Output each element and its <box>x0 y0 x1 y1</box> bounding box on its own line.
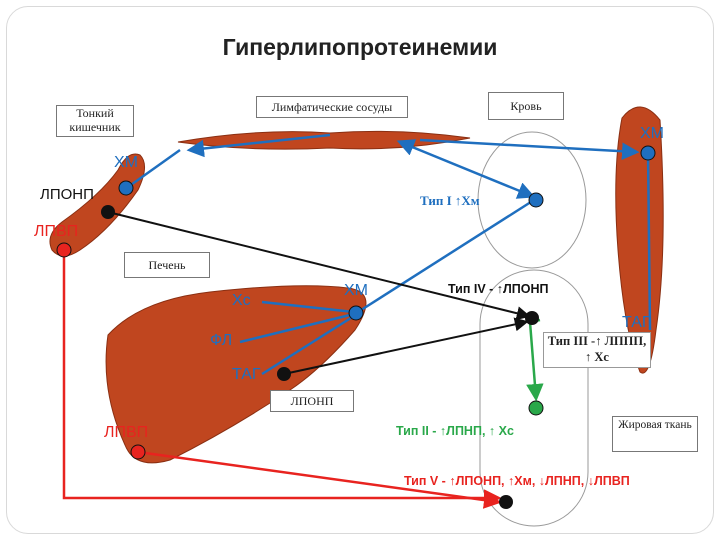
type3-box: Тип III -↑ ЛППП, ↑ Хс <box>543 332 651 368</box>
label-hm-top-right: ХМ <box>640 125 664 142</box>
arrow-liver-lpvp-to-type5 <box>137 450 502 509</box>
line-tag-right <box>646 149 652 331</box>
line-hs <box>261 300 355 314</box>
label-hm-left: ХМ <box>114 154 138 171</box>
dot-hm-left <box>118 180 134 196</box>
arrow-lymph-to-blood <box>419 138 640 160</box>
label-fl: ФЛ <box>210 332 233 349</box>
liver-shape <box>105 285 367 464</box>
arrow-type4-to-type2 <box>526 318 544 402</box>
line-fl <box>239 312 355 344</box>
intestine-shape <box>49 153 145 257</box>
arrow-lymph-to-intestine <box>186 133 331 158</box>
type5-label: Тип V - ↑ЛПОНП, ↑Хм, ↓ЛПНП, ↓ЛПВП <box>404 474 630 488</box>
label-lpvp-left: ЛПВП <box>34 223 79 240</box>
dot-tag-liver <box>277 367 291 381</box>
dot-type5 <box>499 495 513 509</box>
label-tag-liver: ТАГ <box>232 366 261 383</box>
arrow-tag-to-type4 <box>283 317 529 375</box>
arrow-lpvp-to-type5 <box>62 250 502 507</box>
dot-lpvp-liver <box>130 444 146 460</box>
dot-type2 <box>528 400 544 416</box>
type4-label: Тип IV - ↑ЛПОНП <box>448 282 549 296</box>
lymph-vessels-box: Лимфатические сосуды <box>256 96 408 118</box>
blood-box: Кровь <box>488 92 564 120</box>
label-lpvp-bottom: ЛПВП <box>104 424 149 441</box>
dot-type1 <box>528 192 544 208</box>
dot-lpvp-left <box>56 242 72 258</box>
label-lponp-left: ЛПОНП <box>40 186 94 203</box>
blood-lower-capsule <box>479 269 589 527</box>
line-hm-liver-to-type1 <box>357 198 535 314</box>
label-hs: Хс <box>232 292 251 309</box>
type2-label: Тип II - ↑ЛПНП, ↑ Хс <box>396 424 514 438</box>
label-tag-right: ТАГ <box>622 314 651 331</box>
lponp-box: ЛПОНП <box>270 390 354 412</box>
arrow-lponp-to-type4 <box>107 211 531 321</box>
label-hm-liver: ХМ <box>344 282 368 299</box>
arrow-hm-left <box>127 148 181 189</box>
dot-lponp-left <box>101 205 115 219</box>
line-tag-liver <box>261 314 355 376</box>
adipose-box: Жировая ткань <box>612 416 698 452</box>
dot-hm-top-right <box>640 145 656 161</box>
small-intestine-box: Тонкий кишечник <box>56 105 134 137</box>
dot-hm-liver <box>348 305 364 321</box>
blood-upper-ellipse <box>477 131 587 269</box>
arrow-to-type1 <box>396 139 536 199</box>
dot-type4 <box>525 311 539 325</box>
page-title: Гиперлипопротеинемии <box>222 34 498 60</box>
liver-box: Печень <box>124 252 210 278</box>
type1-label: Тип I ↑Хм <box>420 193 480 208</box>
